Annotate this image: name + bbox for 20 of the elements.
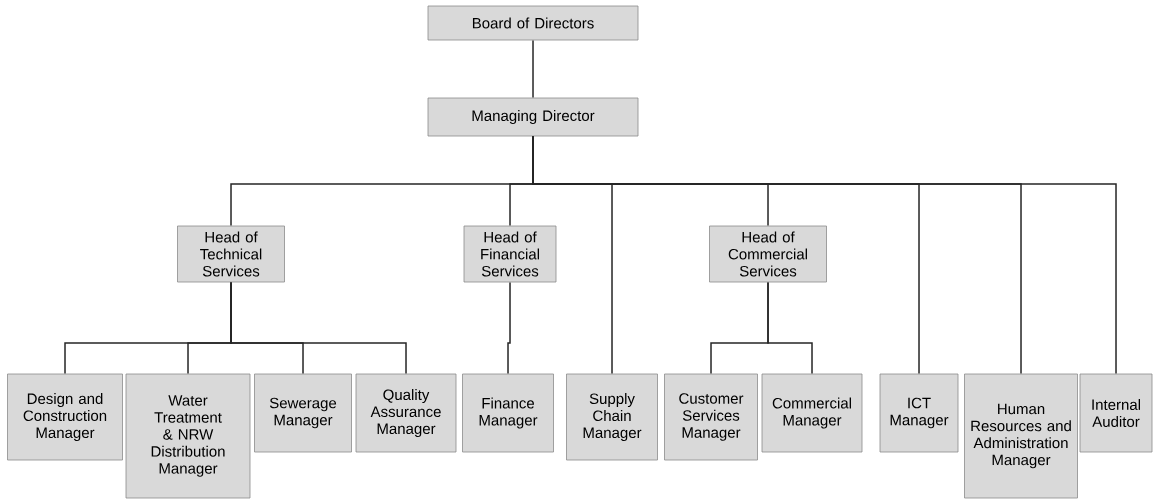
org-box: Water Treatment & NRW Distribution Manager (125, 373, 251, 499)
org-box: Head of Commercial Services (709, 225, 827, 283)
org-box: Managing Director (427, 97, 639, 137)
org-box: Design and Construction Manager (7, 373, 123, 461)
org-box: Head of Technical Services (177, 225, 285, 283)
connector-line (532, 135, 1117, 375)
org-box: ICT Manager (879, 373, 959, 453)
org-box: Customer Services Manager (664, 373, 758, 461)
org-box: Board of Directors (427, 5, 639, 41)
org-box: Quality Assurance Manager (355, 373, 457, 453)
org-box: Head of Financial Services (463, 225, 557, 283)
org-box: Internal Auditor (1079, 373, 1153, 453)
connector-line (532, 39, 534, 99)
org-box: Finance Manager (462, 373, 554, 453)
connector-line (507, 281, 511, 375)
org-box: Supply Chain Manager (566, 373, 658, 461)
org-box: Commercial Manager (761, 373, 863, 453)
connector-line (230, 281, 407, 375)
org-box: Sewerage Manager (254, 373, 352, 453)
connector-line (767, 281, 813, 375)
